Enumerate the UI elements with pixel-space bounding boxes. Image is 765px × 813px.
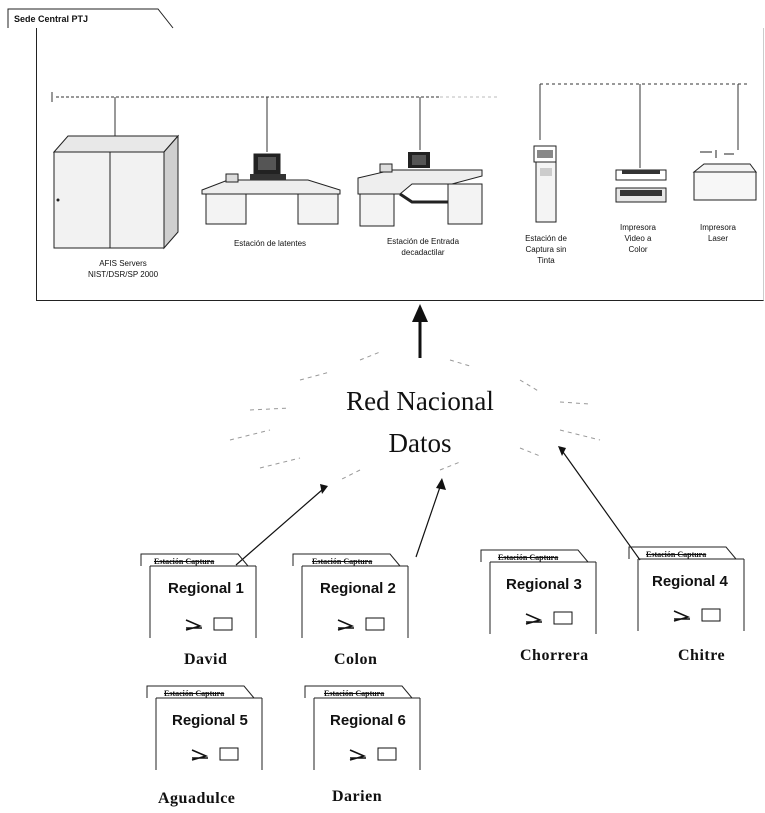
station-tab: Estación Captura bbox=[646, 550, 707, 559]
station-tab: Estación Captura bbox=[324, 689, 385, 698]
scanner-and-monitor-icon bbox=[525, 611, 573, 625]
network-title: Red Nacional bbox=[346, 386, 494, 416]
scanner-and-monitor-icon bbox=[191, 747, 239, 761]
station-name: Regional 6 bbox=[330, 712, 406, 729]
station-tab: Estación Captura bbox=[154, 557, 215, 566]
live-scanner-icon bbox=[533, 145, 557, 223]
laser-printer-icon bbox=[692, 150, 757, 201]
hq-container bbox=[36, 28, 764, 301]
laser-printer-label-line2: Laser bbox=[707, 234, 728, 243]
station-regional-3: Estación Captura Regional 3 bbox=[480, 548, 598, 636]
station-name: Regional 4 bbox=[652, 573, 728, 590]
station-regional-2: Estación Captura Regional 2 bbox=[292, 552, 410, 640]
r1-link bbox=[235, 489, 323, 566]
entrada-label-line2: decadactilar bbox=[401, 248, 445, 257]
afis-label-line1: AFIS Servers bbox=[99, 259, 147, 268]
station-name: Regional 3 bbox=[506, 576, 582, 593]
r2-link bbox=[415, 486, 441, 558]
station-city-colon: Colon bbox=[334, 651, 378, 668]
station-name: Regional 2 bbox=[320, 580, 396, 597]
uplink-arrowhead bbox=[412, 304, 428, 322]
cloud-outline bbox=[229, 351, 601, 481]
video-printer-label-line3: Color bbox=[628, 245, 648, 254]
scanner-and-monitor-icon bbox=[673, 608, 721, 622]
video-printer-label-line2: Video a bbox=[624, 234, 652, 243]
captura-label-line3: Tinta bbox=[537, 256, 555, 265]
video-printer-icon bbox=[615, 169, 667, 203]
captura-label-line1: Estación de bbox=[525, 234, 567, 243]
scanner-and-monitor-icon bbox=[337, 617, 385, 631]
station-name: Regional 1 bbox=[168, 580, 244, 597]
network-subtitle: Datos bbox=[388, 428, 452, 458]
afis-label-line2: NIST/DSR/SP 2000 bbox=[87, 270, 159, 279]
station-city-chorrera: Chorrera bbox=[520, 647, 589, 664]
hq-title: Sede Central PTJ bbox=[14, 14, 89, 24]
station-regional-4: Estación Captura Regional 4 bbox=[628, 545, 746, 633]
entrada-workstation-icon bbox=[357, 152, 483, 227]
video-printer-label-line1: Impresora bbox=[619, 223, 656, 232]
latentes-label: Estación de latentes bbox=[233, 239, 307, 248]
scanner-and-monitor-icon bbox=[185, 617, 233, 631]
afis-servers-icon bbox=[52, 134, 180, 250]
station-name: Regional 5 bbox=[172, 712, 248, 729]
station-tab: Estación Captura bbox=[164, 689, 225, 698]
entrada-label-line1: Estación de Entrada bbox=[386, 237, 460, 246]
latentes-workstation-icon bbox=[201, 153, 341, 225]
station-tab: Estación Captura bbox=[312, 557, 373, 566]
scanner-and-monitor-icon bbox=[349, 747, 397, 761]
hq-folder-tab bbox=[7, 8, 174, 29]
station-tab: Estación Captura bbox=[498, 553, 559, 562]
captura-label-line2: Captura sin bbox=[525, 245, 567, 254]
station-regional-6: Estación Captura Regional 6 bbox=[304, 684, 422, 772]
r4-link bbox=[562, 451, 641, 561]
station-regional-5: Estación Captura Regional 5 bbox=[146, 684, 264, 772]
station-city-darien: Darien bbox=[332, 788, 383, 805]
station-city-aguadulce: Aguadulce bbox=[158, 790, 236, 807]
station-city-chitre: Chitre bbox=[678, 647, 726, 664]
laser-printer-label-line1: Impresora bbox=[699, 223, 736, 232]
station-regional-1: Estación Captura Regional 1 bbox=[140, 552, 258, 640]
station-city-david: David bbox=[184, 651, 228, 668]
